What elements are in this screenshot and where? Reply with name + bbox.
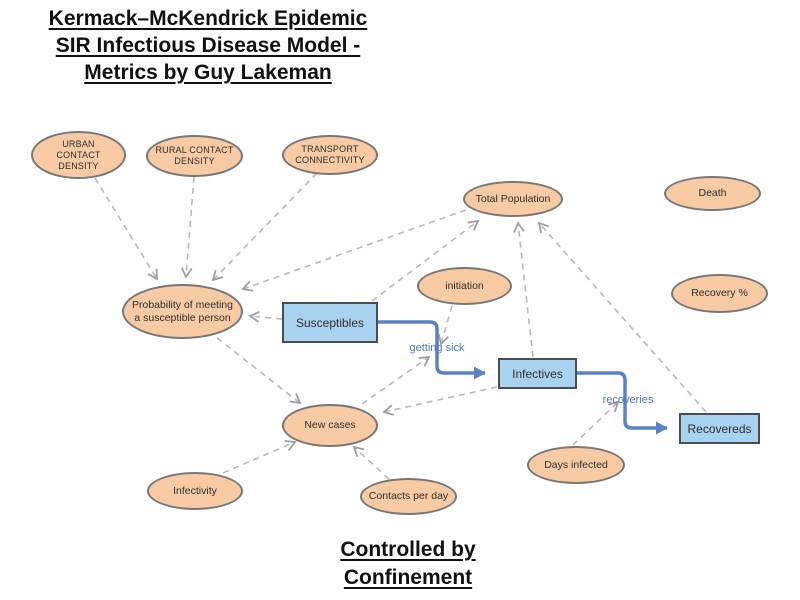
node-label-line: a susceptible person — [134, 311, 231, 324]
diagram-title: Kermack–McKendrick Epidemic SIR Infectio… — [10, 5, 406, 86]
node-label-line: URBAN — [62, 138, 95, 149]
node-days-infected[interactable]: Days infected — [527, 446, 625, 484]
title-line: Kermack–McKendrick Epidemic — [48, 7, 368, 30]
node-label-line: Death — [698, 187, 727, 200]
flow-label-recoveries[interactable]: recoveries — [602, 394, 654, 406]
node-label-line: CONNECTIVITY — [295, 155, 365, 165]
edge-susceptibles-to-total-population — [371, 219, 480, 302]
node-label-line: Infectivity — [173, 484, 217, 497]
node-label-line: TRANSPORT — [301, 144, 359, 154]
edge-transport-to-probability — [211, 172, 318, 282]
node-label-line: DENSITY — [58, 160, 99, 171]
title-line: Metrics by Guy Lakeman — [84, 61, 332, 84]
flow-pipe-getting-sick[interactable] — [378, 320, 486, 380]
edge-new-cases-to-getting-sick — [361, 355, 431, 405]
node-label-line: Total Population — [475, 192, 551, 205]
flow-pipe-recoveries[interactable] — [577, 371, 668, 435]
node-label-line: RURAL CONTACT — [155, 145, 234, 155]
stock-label: Susceptibles — [295, 315, 365, 330]
edge-contacts-per-day-to-new-cases — [352, 445, 390, 480]
footer-line: Controlled by — [340, 538, 476, 561]
node-label-line: New cases — [304, 419, 356, 432]
node-label-line: CONTACT — [56, 149, 101, 160]
node-transport-connectivity[interactable]: TRANSPORT CONNECTIVITY — [282, 135, 378, 175]
node-death[interactable]: Death — [664, 176, 761, 211]
edge-infectives-to-total-population — [513, 221, 534, 358]
node-new-cases[interactable]: New cases — [282, 404, 378, 447]
footer-line: Confinement — [343, 566, 473, 589]
node-label-line: Days infected — [544, 458, 608, 471]
edge-infectivity-to-new-cases — [222, 440, 297, 474]
title-line: SIR Infectious Disease Model - — [55, 34, 361, 57]
node-contacts-per-day[interactable]: Contacts per day — [360, 478, 457, 515]
node-label-line: DENSITY — [174, 156, 215, 166]
edge-infectives-to-new-cases — [382, 386, 498, 416]
node-infectivity[interactable]: Infectivity — [147, 472, 243, 510]
node-initiation[interactable]: initiation — [417, 267, 512, 305]
node-urban-contact-density[interactable]: URBAN CONTACT DENSITY — [31, 131, 126, 179]
edge-susceptibles-to-probability — [248, 311, 283, 323]
node-label-line: Recovery % — [691, 287, 748, 300]
stock-label: Recovereds — [687, 421, 752, 436]
node-total-population[interactable]: Total Population — [463, 181, 563, 217]
stock-susceptibles[interactable]: Susceptibles — [282, 302, 378, 343]
node-label-line: initiation — [445, 279, 484, 292]
edge-recovereds-to-total-population — [537, 221, 707, 413]
edge-urban-to-probability — [94, 177, 158, 281]
edge-probability-to-new-cases — [216, 337, 302, 405]
footer-note: Controlled by Confinement — [283, 536, 533, 592]
flow-label-getting-sick[interactable]: getting sick — [409, 342, 465, 354]
stock-recovereds[interactable]: Recovereds — [679, 413, 760, 444]
node-label-line: Contacts per day — [368, 490, 449, 503]
node-probability-of-meeting[interactable]: Probability of meeting a susceptible per… — [122, 284, 243, 339]
stock-label: Infectives — [512, 366, 563, 381]
edge-days-infected-to-recoveries — [572, 400, 620, 446]
node-recovery-percent[interactable]: Recovery % — [671, 274, 768, 313]
edge-initiation-to-getting-sick — [437, 305, 453, 346]
stock-infectives[interactable]: Infectives — [498, 358, 577, 389]
node-label-line: Probability of meeting — [132, 299, 233, 311]
node-rural-contact-density[interactable]: RURAL CONTACT DENSITY — [146, 135, 243, 177]
edge-rural-to-probability — [180, 176, 195, 279]
